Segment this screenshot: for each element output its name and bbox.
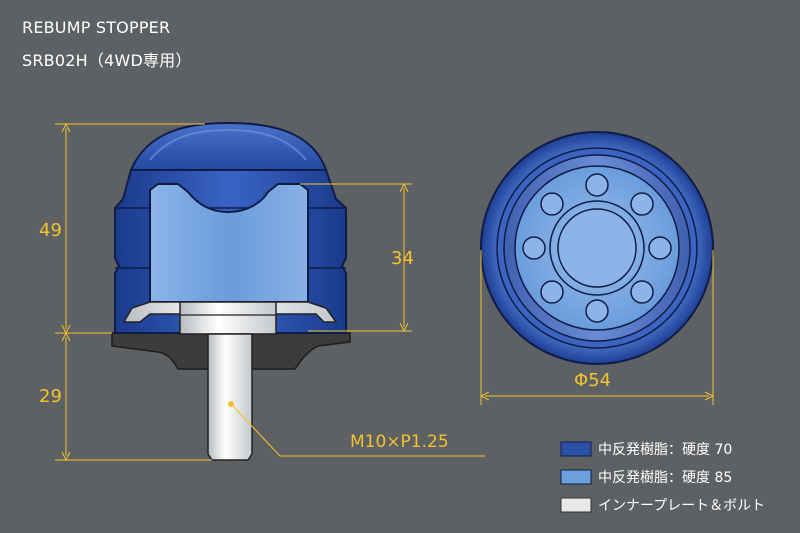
dim-diameter: Φ54 xyxy=(574,370,611,391)
top-view xyxy=(480,131,714,365)
hole xyxy=(540,192,564,216)
hole xyxy=(522,236,546,260)
hole xyxy=(630,280,654,304)
dome-highlight xyxy=(149,128,307,161)
diameter-dimension xyxy=(479,250,715,405)
center-hub xyxy=(557,208,637,288)
hole xyxy=(585,173,609,197)
legend-swatch-hardness-70 xyxy=(560,441,592,457)
dome-cap xyxy=(129,121,328,171)
legend-swatch-plate-bolt xyxy=(560,497,592,513)
legend: 中反発樹脂：硬度 70 中反発樹脂：硬度 85 インナープレート＆ボルト xyxy=(560,441,765,514)
legend-label-plate-bolt: インナープレート＆ボルト xyxy=(598,498,765,514)
bolt-head xyxy=(179,301,277,335)
side-dimensions xyxy=(55,122,485,462)
legend-swatch-hardness-85 xyxy=(560,469,592,485)
product-model: SRB02H（4WD専用） xyxy=(22,51,192,70)
bolt-shaft xyxy=(207,333,253,461)
hole xyxy=(648,236,672,260)
legend-label-hardness-85: 中反発樹脂：硬度 85 xyxy=(598,470,732,486)
dim-stud-length: 29 xyxy=(39,386,62,407)
thread-callout-dot xyxy=(228,401,234,407)
product-title: REBUMP STOPPER xyxy=(22,18,171,37)
side-view xyxy=(111,121,351,461)
hole xyxy=(630,192,654,216)
dim-thread: M10×P1.25 xyxy=(350,432,449,452)
dim-total-height: 49 xyxy=(39,220,62,241)
inner-core-hardness-85 xyxy=(149,183,309,303)
hole xyxy=(540,280,564,304)
dim-inner-height: 34 xyxy=(391,248,414,269)
inner-circle-outer xyxy=(549,200,645,296)
legend-label-hardness-70: 中反発樹脂：硬度 70 xyxy=(598,442,732,458)
hole xyxy=(585,299,609,323)
